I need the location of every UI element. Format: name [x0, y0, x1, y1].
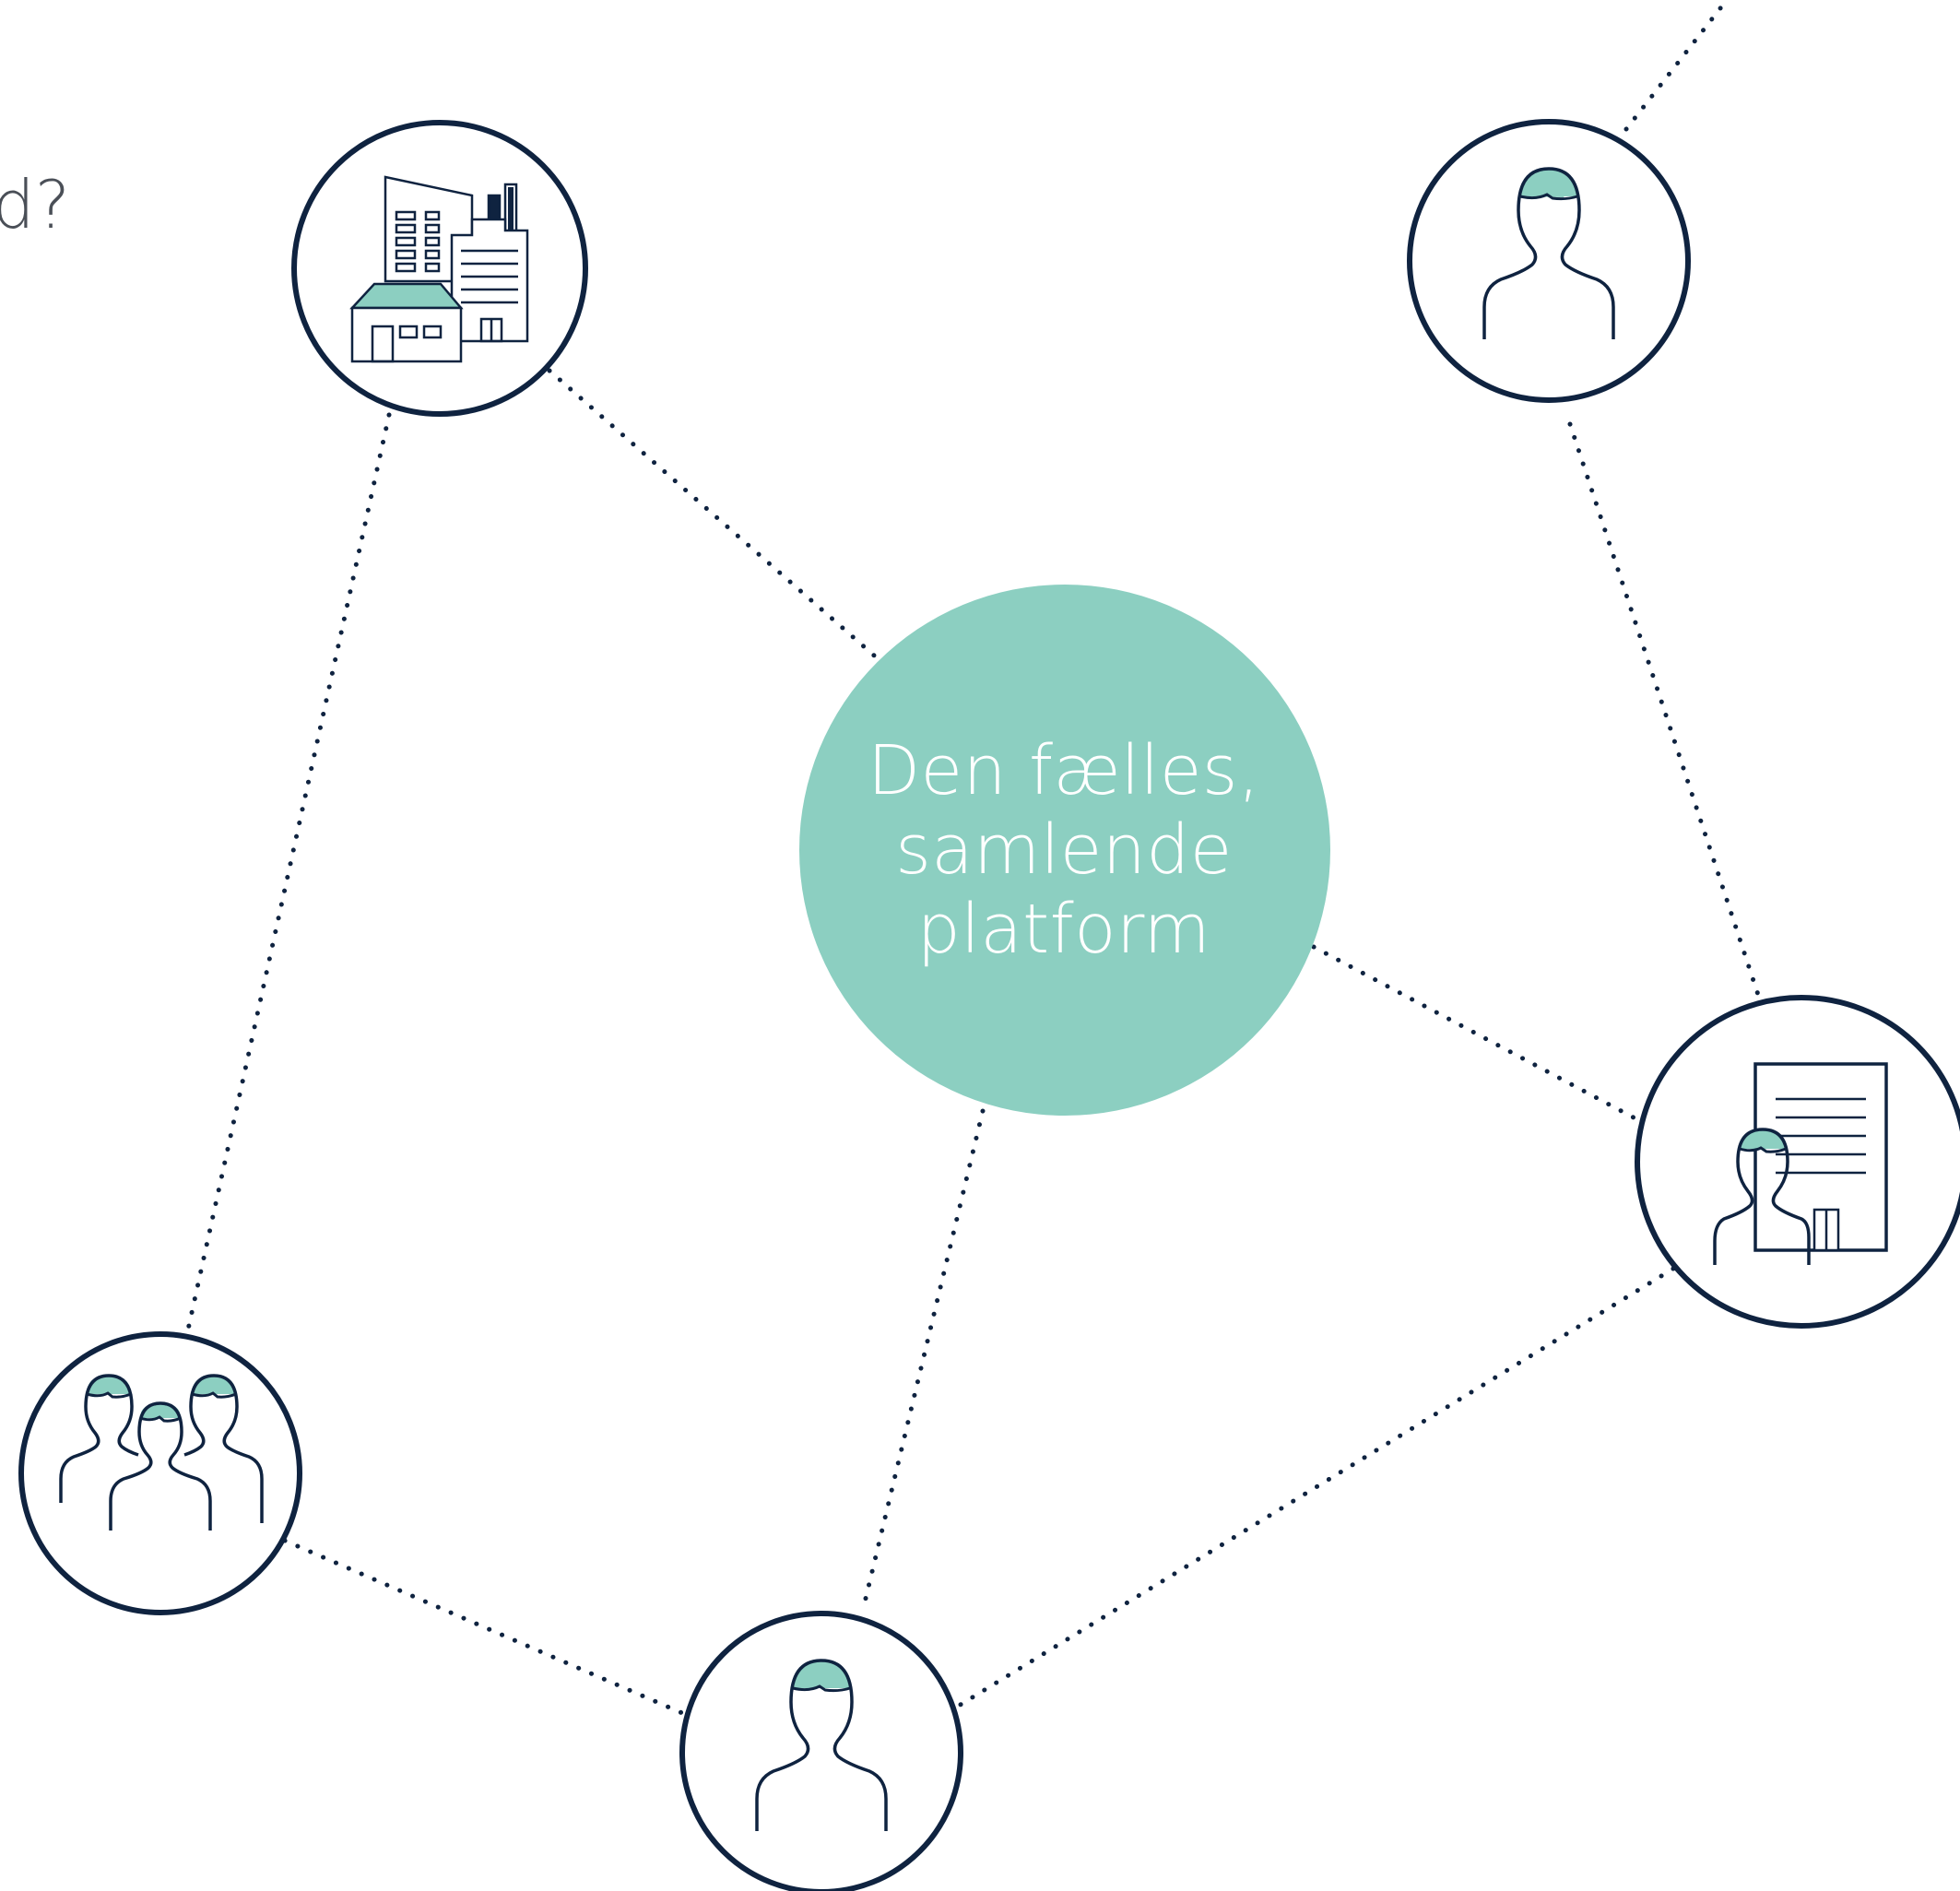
node-person-top-right-ring	[1407, 119, 1691, 403]
connector-hub-professional	[1311, 944, 1647, 1126]
node-group-ring	[18, 1331, 302, 1615]
connector-hub-person-bottom	[861, 1108, 986, 1609]
node-professional	[1635, 995, 1960, 1329]
person-with-document-icon	[1713, 1062, 1888, 1265]
hub-circle	[799, 585, 1330, 1116]
person-icon	[755, 1659, 888, 1831]
connector-person-top-right-offscreen	[1623, 0, 1730, 132]
connector-group-person-bottom	[282, 1538, 685, 1716]
connectors	[185, 0, 1764, 1716]
connector-professional-person-bottom	[956, 1266, 1676, 1708]
node-person-bottom	[679, 1611, 963, 1891]
buildings-icon	[349, 175, 529, 363]
node-group	[18, 1331, 302, 1615]
connector-person-top-right-professional	[1567, 421, 1764, 1006]
connector-company-group	[185, 412, 392, 1332]
node-person-bottom-ring	[679, 1611, 963, 1891]
node-company	[291, 120, 588, 417]
connector-company-hub	[547, 368, 883, 664]
group-of-people-icon	[59, 1374, 264, 1531]
cut-off-heading-text: d?	[0, 166, 70, 243]
node-person-top-right	[1407, 119, 1691, 403]
person-icon	[1482, 167, 1615, 339]
